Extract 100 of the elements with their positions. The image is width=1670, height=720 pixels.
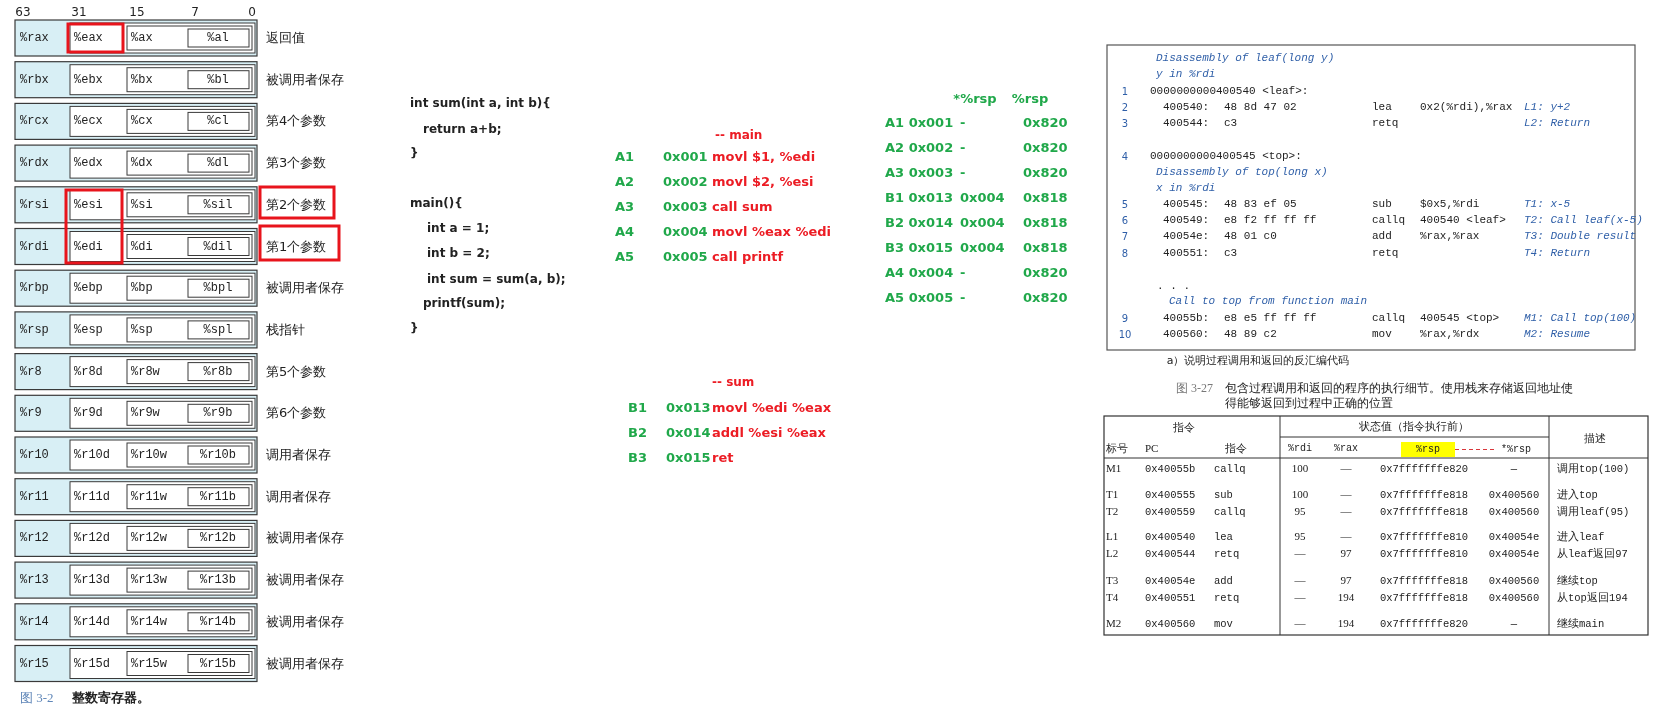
table-cell: 100 bbox=[1291, 488, 1309, 502]
assembly-instruction: movl %edi %eax bbox=[712, 400, 832, 416]
register-name: %rcx bbox=[20, 114, 49, 129]
register-usage: 第4个参数 bbox=[266, 113, 327, 130]
instruction-label: A2 0x002 bbox=[885, 140, 954, 156]
column-header: *%rsp bbox=[1497, 442, 1535, 457]
table-cell: 95 bbox=[1294, 505, 1306, 519]
figure-caption: 包含过程调用和返回的程序的执行细节。使用栈来存储返回地址使得能够返回到过程中正确的位置 bbox=[1225, 381, 1574, 411]
machine-code: c3 bbox=[1224, 117, 1238, 131]
register-name: %r8 bbox=[20, 364, 42, 379]
code-comment: T3: Double result bbox=[1524, 230, 1637, 244]
register-name: %rdi bbox=[20, 239, 49, 254]
register-usage: 调用者保存 bbox=[266, 447, 331, 463]
instruction-address: 0x004 bbox=[663, 224, 708, 240]
machine-code: e8 f2 ff ff ff bbox=[1224, 214, 1317, 228]
table-cell: 0x7fffffffe818 bbox=[1379, 488, 1469, 502]
instruction-address: 40055b: bbox=[1163, 312, 1210, 326]
code-comment: M1: Call top(100) bbox=[1524, 312, 1637, 326]
register-name: %r10w bbox=[131, 447, 167, 463]
instruction-address: 400545: bbox=[1163, 198, 1210, 212]
assembly-instruction: call printf bbox=[712, 249, 784, 265]
table-cell: — bbox=[1294, 617, 1306, 631]
register-usage: 第5个参数 bbox=[266, 363, 327, 380]
column-header: 标号 bbox=[1106, 442, 1128, 456]
register-usage: 第2个参数 bbox=[266, 197, 327, 213]
stack-value: 0x820 bbox=[1023, 265, 1068, 281]
stack-value: 0x818 bbox=[1023, 240, 1068, 256]
instruction-label: B2 0x014 bbox=[885, 215, 954, 231]
instruction-address: 400544: bbox=[1163, 117, 1210, 131]
register-name: %dil bbox=[203, 239, 233, 254]
assembly-instruction: sub bbox=[1372, 198, 1392, 212]
line-number: 3 bbox=[1121, 118, 1129, 130]
machine-code: 48 89 c2 bbox=[1224, 328, 1277, 342]
instruction-address: 0x003 bbox=[663, 199, 708, 215]
register-usage: 返回值 bbox=[266, 30, 305, 46]
register-name: %r15b bbox=[200, 656, 236, 671]
operand: %rax,%rdx bbox=[1420, 328, 1480, 342]
register-name: %bx bbox=[131, 72, 153, 87]
code-comment: Disassembly of top(long x) bbox=[1156, 166, 1328, 180]
table-cell: sub bbox=[1214, 488, 1233, 502]
register-name: %r8w bbox=[131, 364, 160, 379]
register-name: %sp bbox=[131, 322, 153, 338]
assembly-instruction: mov bbox=[1372, 328, 1392, 342]
register-name: %r12b bbox=[200, 531, 236, 546]
code-comment: y in %rdi bbox=[1156, 68, 1216, 82]
table-cell: 0x7fffffffe820 bbox=[1379, 617, 1469, 631]
operand: $0x5,%rdi bbox=[1420, 198, 1480, 212]
table-cell: callq bbox=[1214, 462, 1246, 476]
table-cell: T1 bbox=[1106, 488, 1119, 502]
table-cell: 进入leaf bbox=[1557, 530, 1605, 544]
register-name: %r11 bbox=[20, 489, 49, 504]
assembly-instruction: retq bbox=[1372, 247, 1399, 261]
register-name: %r14w bbox=[131, 614, 167, 629]
assembly-instruction: add bbox=[1372, 230, 1392, 244]
stack-value: - bbox=[960, 115, 966, 131]
figure-caption: 整数寄存器。 bbox=[72, 690, 150, 706]
instruction-label: A5 0x005 bbox=[885, 290, 954, 306]
operand: 400545 <top> bbox=[1420, 312, 1500, 326]
assembly-instruction: retq bbox=[1372, 117, 1399, 131]
table-cell: 调用top(100) bbox=[1557, 462, 1630, 476]
register-name: %r9d bbox=[74, 406, 103, 421]
bit-position: 31 bbox=[71, 4, 87, 20]
line-number: 7 bbox=[1121, 231, 1129, 243]
register-name: %r9w bbox=[131, 406, 160, 421]
column-header: PC bbox=[1145, 442, 1159, 456]
code-comment: L1: y+2 bbox=[1524, 101, 1571, 115]
code-comment: T1: x-5 bbox=[1524, 198, 1571, 212]
register-name: %r15d bbox=[74, 656, 110, 671]
machine-code: c3 bbox=[1224, 247, 1238, 261]
table-cell: 调用leaf(95) bbox=[1557, 505, 1630, 519]
line-number: 1 bbox=[1121, 86, 1129, 98]
register-usage: 被调用者保存 bbox=[266, 280, 344, 296]
section-comment: -- sum bbox=[712, 374, 755, 390]
table-cell: 0x400560 bbox=[1488, 574, 1540, 588]
table-cell: 0x7fffffffe810 bbox=[1379, 530, 1469, 544]
assembly-instruction: ret bbox=[712, 450, 734, 466]
column-header: %rdi bbox=[1288, 443, 1312, 455]
table-cell: 0x7fffffffe820 bbox=[1379, 462, 1469, 476]
table-cell: 继续top bbox=[1557, 574, 1598, 588]
code-comment: Disassembly of leaf(long y) bbox=[1156, 52, 1335, 66]
code-line: } bbox=[410, 145, 419, 161]
operand: 0x2(%rdi),%rax bbox=[1420, 101, 1513, 115]
table-cell: retq bbox=[1214, 547, 1240, 561]
register-name: %r13b bbox=[200, 572, 236, 588]
register-name: %r14 bbox=[20, 614, 49, 629]
instruction-address: 400551: bbox=[1163, 247, 1210, 261]
table-cell: retq bbox=[1214, 591, 1240, 605]
instruction-address: 0x005 bbox=[663, 249, 708, 265]
instruction-address: 0x015 bbox=[666, 450, 711, 466]
assembly-instruction: addl %esi %eax bbox=[712, 425, 826, 441]
section-comment: -- main bbox=[715, 127, 763, 143]
register-name: %rdx bbox=[20, 155, 49, 171]
code-line: int a = 1; bbox=[427, 220, 490, 236]
table-cell: 0x400555 bbox=[1145, 488, 1196, 502]
table-cell: 97 bbox=[1340, 574, 1352, 588]
register-usage: 被调用者保存 bbox=[266, 71, 344, 88]
register-name: %rsp bbox=[20, 322, 49, 338]
code-comment: T4: Return bbox=[1524, 247, 1590, 261]
assembly-instruction: callq bbox=[1372, 312, 1405, 326]
register-name: %r10d bbox=[74, 447, 110, 463]
